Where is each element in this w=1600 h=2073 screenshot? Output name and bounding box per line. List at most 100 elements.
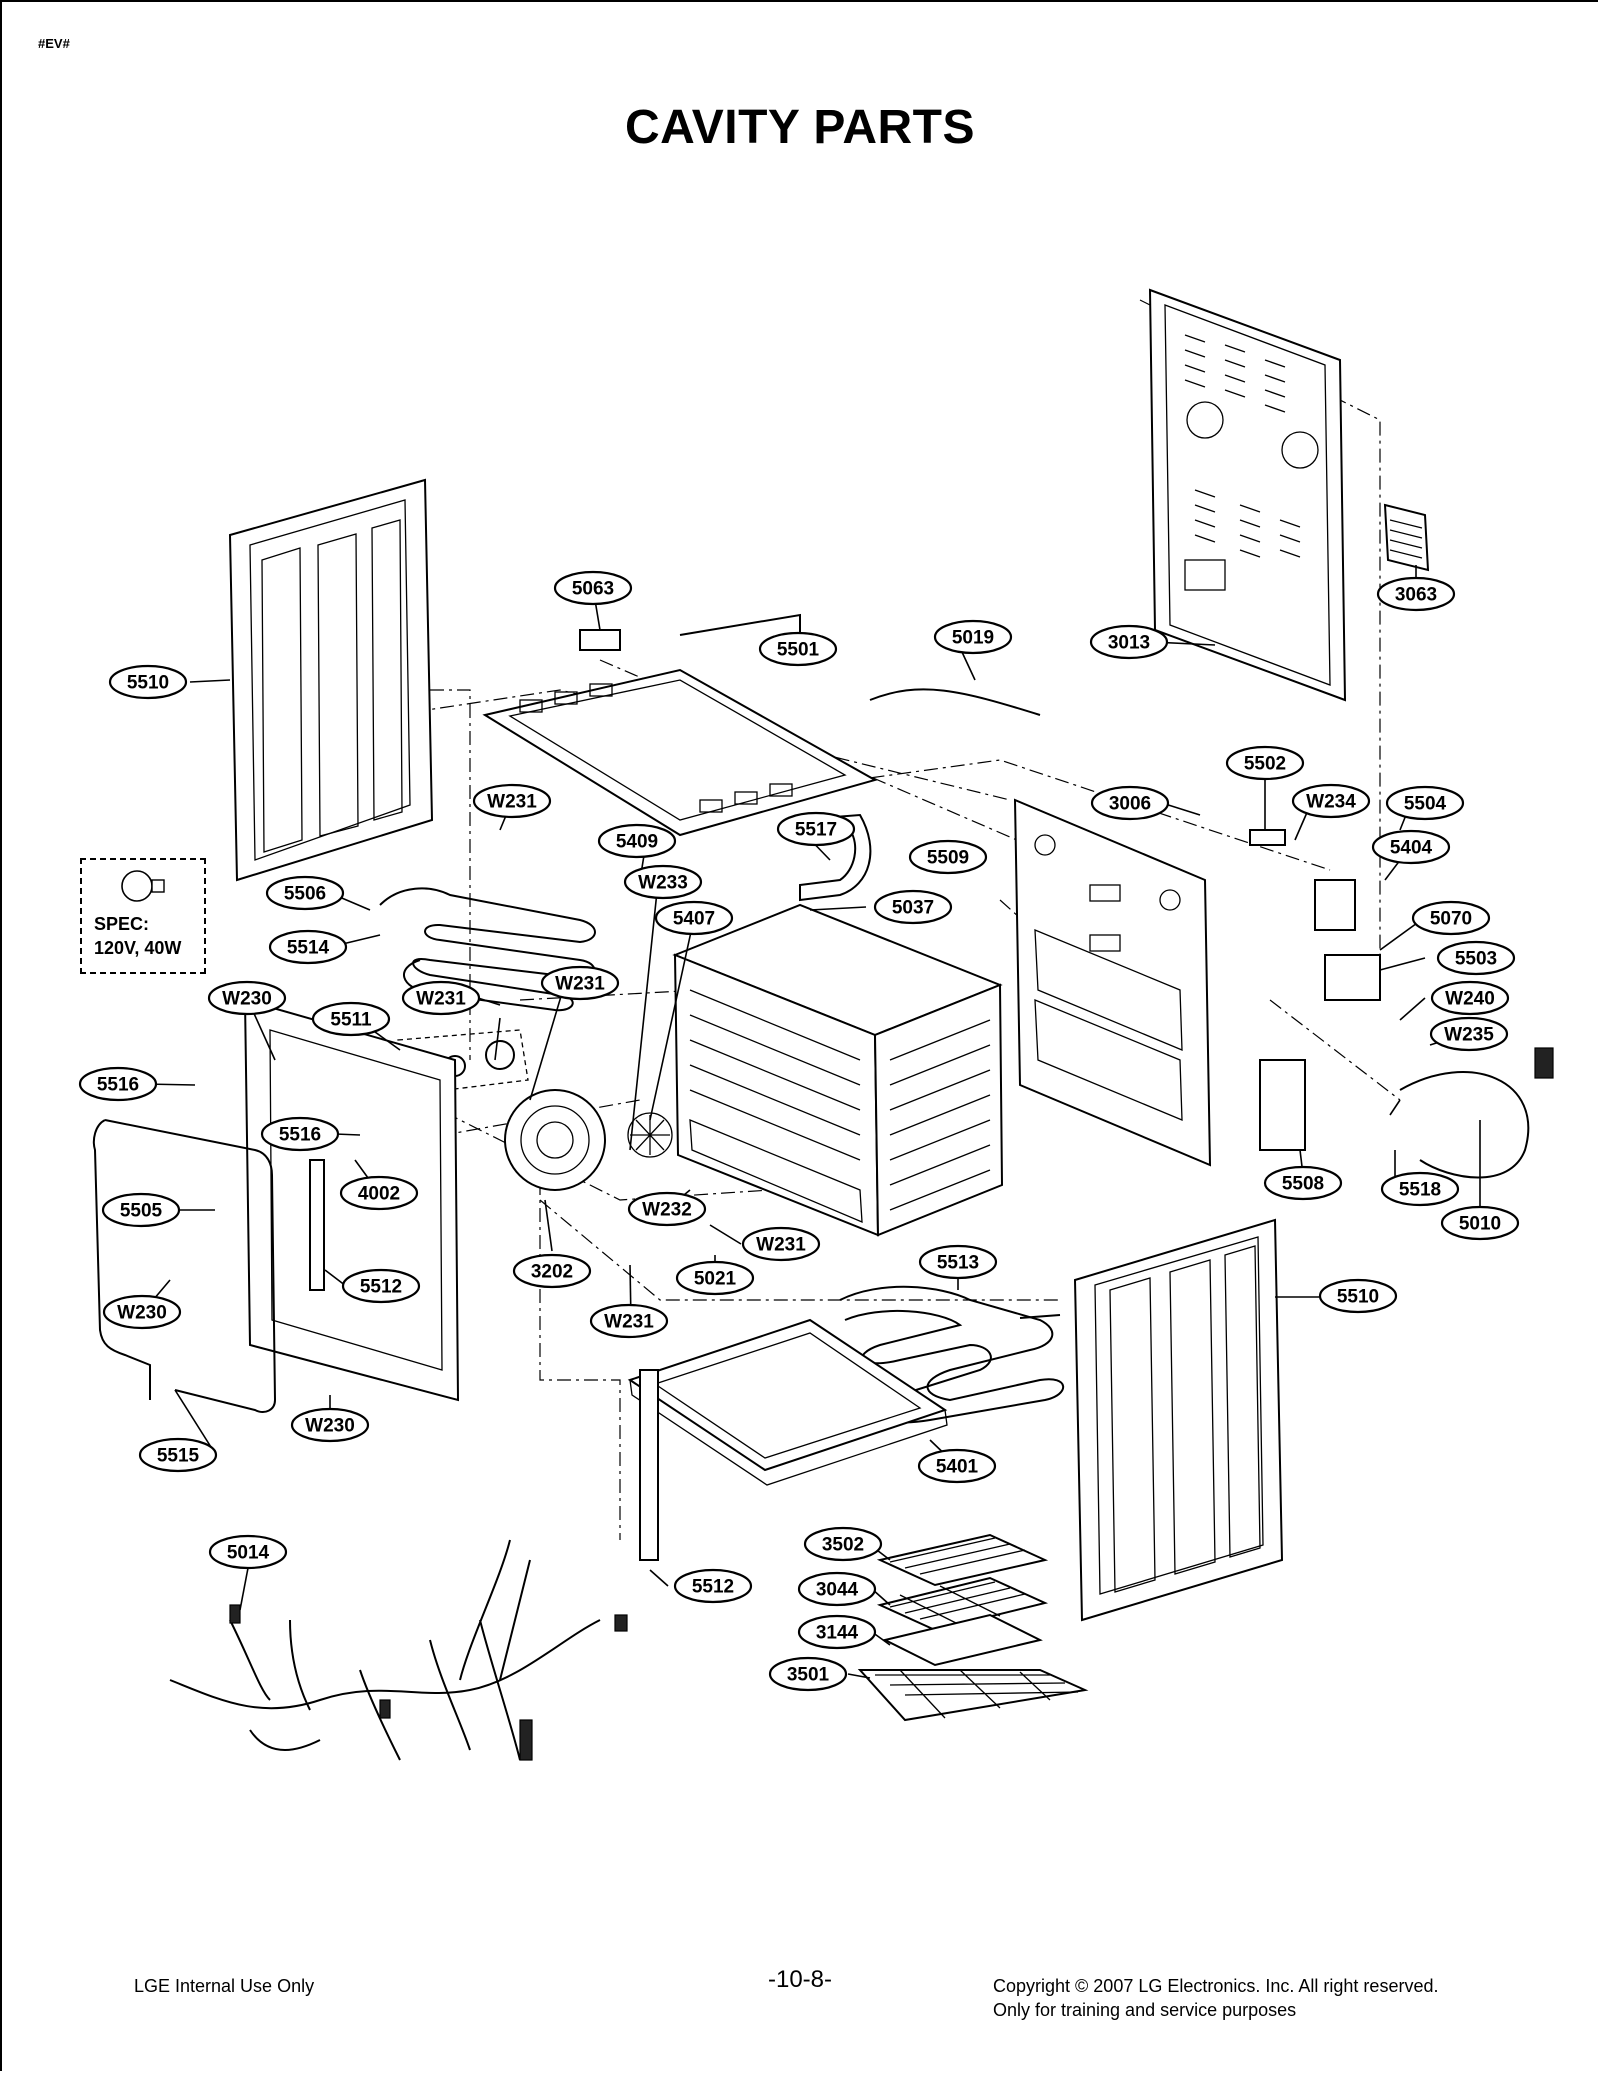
spec-rating: 120V, 40W [94, 938, 182, 958]
part-callout: 5401 [917, 1448, 997, 1484]
part-callout: W230 [207, 980, 287, 1016]
oven-cavity [672, 903, 1004, 1237]
part-number: 5401 [936, 1457, 979, 1478]
part-callout: 5506 [265, 875, 345, 911]
part-number: W230 [305, 1416, 355, 1437]
spec-label: SPEC: [94, 914, 150, 934]
part-number: 5504 [1404, 794, 1447, 815]
bottom-panel [627, 1318, 948, 1486]
part-callout: 3502 [803, 1526, 883, 1562]
part-callout: 5407 [654, 900, 734, 936]
part-callout: 5516 [260, 1116, 340, 1152]
part-callout: 5010 [1440, 1205, 1520, 1241]
page-title: CAVITY PARTS [624, 101, 976, 154]
part-number: 5512 [360, 1277, 402, 1298]
part-number: W231 [416, 989, 466, 1010]
part-number: 5514 [287, 938, 330, 959]
part-number: 3013 [1108, 633, 1150, 654]
part-number: W233 [638, 873, 688, 894]
part-number: 5407 [673, 909, 715, 930]
part-callout: 5512 [341, 1268, 421, 1304]
part-number: 3006 [1109, 794, 1151, 815]
part-callout: 3202 [512, 1253, 592, 1289]
part-number: 3501 [787, 1665, 830, 1686]
part-callout: W230 [102, 1294, 182, 1330]
page-number: -10-8- [767, 1966, 833, 1993]
wire-harness [169, 1539, 628, 1761]
part-callout: 3501 [768, 1656, 848, 1692]
part-number: W231 [604, 1312, 654, 1333]
part-callout: 5508 [1263, 1165, 1343, 1201]
part-callout: 3044 [797, 1571, 877, 1607]
part-number: 5517 [795, 820, 837, 841]
convection-fan [504, 1089, 673, 1191]
part-number: 5505 [120, 1201, 163, 1222]
part-number: 3063 [1395, 585, 1437, 606]
top-panel [482, 668, 878, 837]
part-callout: 5514 [268, 929, 348, 965]
part-callout: W231 [741, 1226, 821, 1262]
part-callout: 5503 [1436, 940, 1516, 976]
part-number: 5506 [284, 884, 326, 905]
part-callout: 3063 [1376, 576, 1456, 612]
part-callout: 5509 [908, 839, 988, 875]
part-callout: 5404 [1371, 829, 1451, 865]
part-number: 5516 [97, 1075, 139, 1096]
part-callout: 5021 [675, 1260, 755, 1296]
copyright-line: Copyright © 2007 LG Electronics. Inc. Al… [993, 1976, 1439, 1996]
part-number: 5510 [1337, 1287, 1379, 1308]
part-callout: W231 [589, 1303, 669, 1339]
part-callout: 5511 [311, 1001, 391, 1037]
part-number: W231 [487, 792, 537, 813]
part-callout: 3144 [797, 1614, 877, 1650]
part-callout: W233 [623, 864, 703, 900]
part-number: 5516 [279, 1125, 321, 1146]
part-callout: W231 [472, 783, 552, 819]
part-callout: 5502 [1225, 745, 1305, 781]
part-callout: W240 [1430, 980, 1510, 1016]
part-number: 5070 [1430, 909, 1472, 930]
part-number: 5515 [157, 1446, 200, 1467]
part-number: 5512 [692, 1577, 734, 1598]
part-number: W240 [1445, 989, 1495, 1010]
part-number: 5063 [572, 579, 614, 600]
door-gasket [92, 1119, 277, 1413]
part-callout: W231 [540, 965, 620, 1001]
vent-cover [1383, 503, 1430, 572]
part-number: 5513 [937, 1253, 979, 1274]
part-callout: 5504 [1385, 785, 1465, 821]
oven-racks [857, 1533, 1089, 1722]
part-number: 5019 [952, 628, 994, 649]
part-number: 5037 [892, 898, 934, 919]
part-callout: 5070 [1411, 900, 1491, 936]
part-callout: 5510 [1318, 1278, 1398, 1314]
part-callout: 5505 [101, 1192, 181, 1228]
part-callout: 5014 [208, 1534, 288, 1570]
document-tag: #EV# [38, 36, 70, 51]
part-number: W231 [555, 974, 605, 995]
part-callout: 5512 [673, 1568, 753, 1604]
part-number: 5409 [616, 832, 658, 853]
part-number: 5508 [1282, 1174, 1324, 1195]
part-callout: 5516 [78, 1066, 158, 1102]
part-number: 5509 [927, 848, 969, 869]
part-number: 5511 [330, 1010, 372, 1031]
part-number: 3044 [816, 1580, 859, 1601]
lamp-bulb-icon [121, 870, 165, 902]
brackets-and-screws [579, 613, 1554, 1561]
part-number: 5503 [1455, 949, 1497, 970]
part-callout: 3006 [1090, 785, 1170, 821]
part-number: 4002 [358, 1184, 400, 1205]
part-callout: W232 [627, 1191, 707, 1227]
part-number: W234 [1306, 792, 1356, 813]
part-number: W230 [117, 1303, 167, 1324]
part-callout: 5409 [597, 823, 677, 859]
part-callout: 5037 [873, 889, 953, 925]
footer-internal-use: LGE Internal Use Only [134, 1976, 315, 1996]
lamp-spec-text: SPEC: 120V, 40W [94, 912, 181, 960]
part-number: 3144 [816, 1623, 859, 1644]
part-number: 5010 [1459, 1214, 1501, 1235]
part-callout: 5515 [138, 1437, 218, 1473]
part-number: 3202 [531, 1262, 573, 1283]
